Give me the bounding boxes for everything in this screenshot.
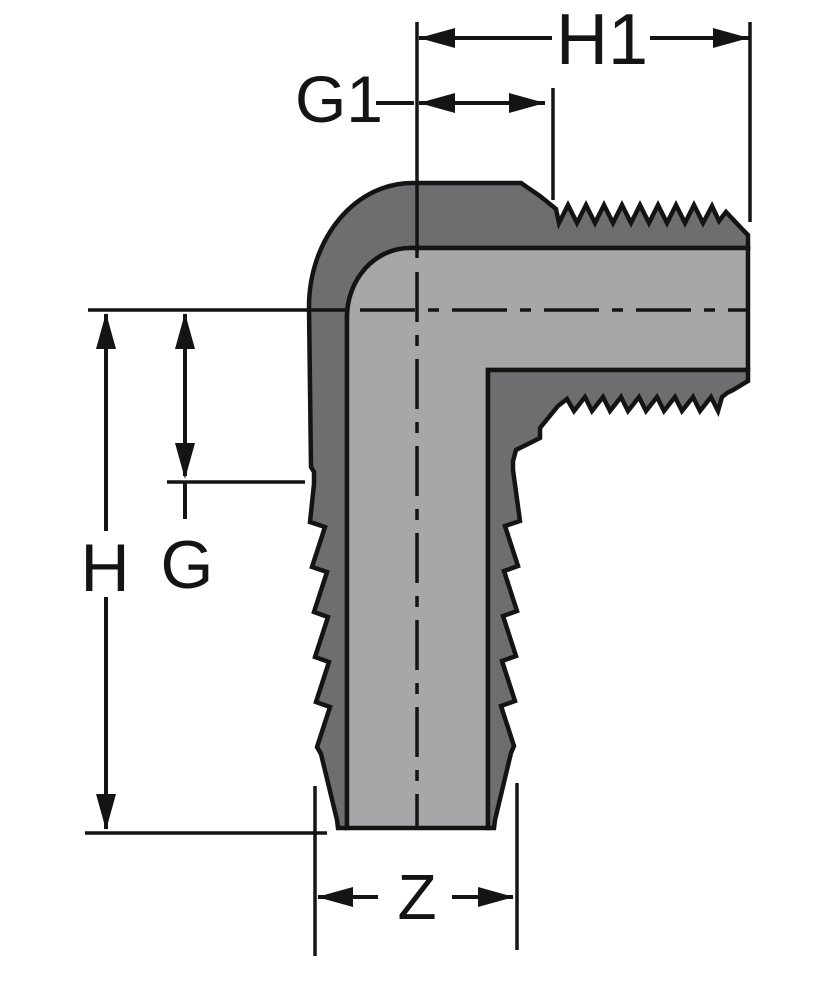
centerlines (360, 272, 750, 828)
z-label: Z (397, 861, 436, 933)
g1-arrow-left (419, 93, 455, 113)
fitting-lower-shell (485, 367, 751, 831)
g-label: G (161, 527, 214, 603)
dimension-z: Z (313, 783, 519, 956)
fitting-bore-section (344, 245, 751, 831)
g-arrow-down (175, 443, 195, 479)
g-arrow-up (175, 313, 195, 349)
z-arrow-left (317, 887, 353, 907)
h-arrow-up (96, 313, 116, 349)
fitting-body (306, 180, 751, 831)
h1-label: H1 (556, 0, 648, 80)
dimension-h: H (80, 308, 347, 835)
dimension-h1: H1 (415, 0, 752, 258)
dimension-g1: G1 (295, 62, 555, 200)
h-label: H (80, 530, 129, 606)
h-arrow-down (96, 794, 116, 830)
h1-arrow-left (419, 28, 455, 48)
h1-arrow-right (713, 28, 749, 48)
z-arrow-right (478, 887, 514, 907)
g1-arrow-right (509, 93, 545, 113)
dimension-g: G (161, 313, 305, 603)
g1-label: G1 (295, 62, 383, 136)
